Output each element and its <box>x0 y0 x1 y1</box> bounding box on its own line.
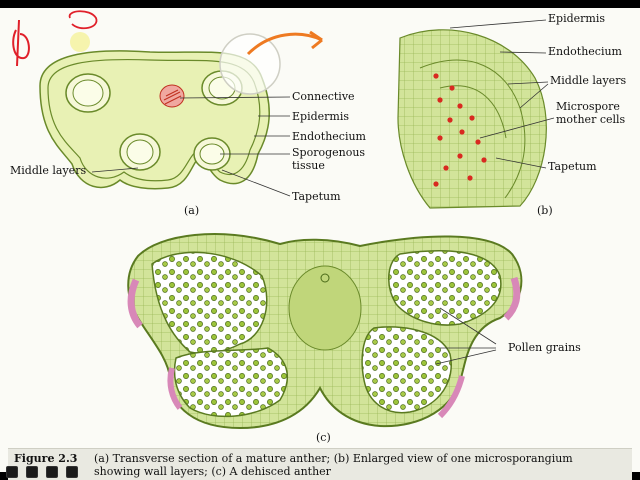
figure-number: Figure 2.3 <box>14 452 78 465</box>
slide: Connective Epidermis Endothecium Sporoge… <box>0 8 640 480</box>
caption-line-2: showing wall layers; (c) A dehisced anth… <box>94 465 331 478</box>
panel-label-c: (c) <box>316 431 331 444</box>
label-sporogenous: Sporogenous <box>292 146 366 159</box>
label-endothecium-b: Endothecium <box>548 45 622 58</box>
label-tissue: tissue <box>292 159 325 172</box>
next-slide-icon[interactable] <box>66 466 78 478</box>
anther-transverse-section <box>39 30 323 197</box>
label-tapetum-b: Tapetum <box>548 160 597 173</box>
label-pollen-grains: Pollen grains <box>508 341 581 354</box>
figure-caption: Figure 2.3 (a) Transverse section of a m… <box>8 448 632 480</box>
caption-line-1: (a) Transverse section of a mature anthe… <box>94 452 573 465</box>
diagram-artwork <box>12 10 555 472</box>
label-middle-layers-a: Middle layers <box>10 164 87 177</box>
label-epidermis-a: Epidermis <box>292 110 349 123</box>
label-microspore: Microspore <box>556 100 620 113</box>
label-epidermis-b: Epidermis <box>548 12 605 25</box>
microsporangium-enlarged <box>397 19 555 209</box>
menu-icon[interactable] <box>46 466 58 478</box>
label-mother-cells: mother cells <box>556 113 626 126</box>
label-middle-layers-b: Middle layers <box>550 74 627 87</box>
handwritten-annotations <box>12 10 98 67</box>
pen-icon[interactable] <box>26 466 38 478</box>
panel-label-b: (b) <box>537 204 553 217</box>
caption-text: (a) Transverse section of a mature anthe… <box>94 452 624 478</box>
panel-label-a: (a) <box>184 204 200 217</box>
presentation-toolbar <box>0 464 640 480</box>
prev-slide-icon[interactable] <box>6 466 18 478</box>
label-endothecium-a: Endothecium <box>292 130 366 143</box>
label-tapetum-a: Tapetum <box>292 190 341 203</box>
dehisced-anther <box>127 233 523 430</box>
label-connective: Connective <box>292 90 355 103</box>
